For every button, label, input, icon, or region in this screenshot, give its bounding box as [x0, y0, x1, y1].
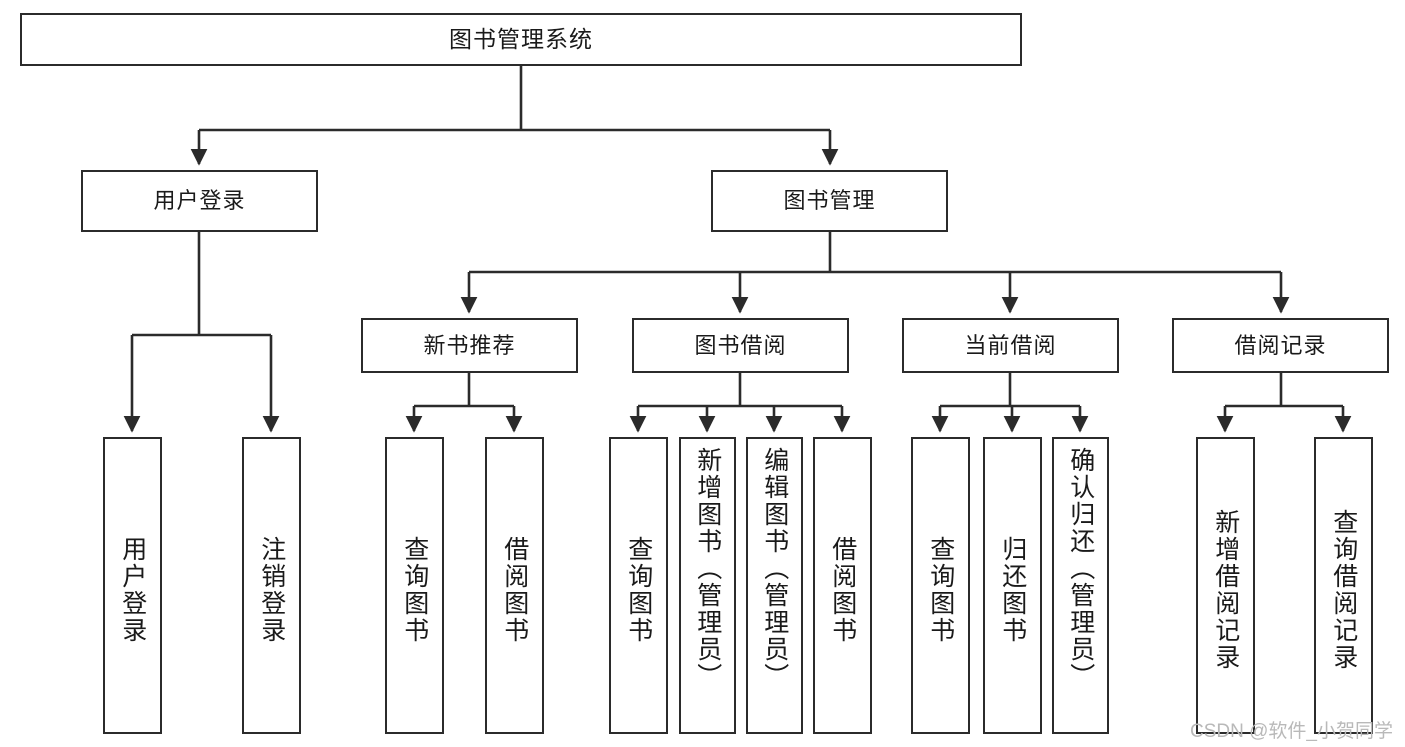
leaf-return-book[interactable]: 归还图书: [983, 437, 1042, 734]
leaf-edit-book-admin[interactable]: 编辑图书（管理员）: [746, 437, 803, 734]
leaf-label: 新增图书（管理员）: [693, 447, 722, 690]
leaf-label: 查询图书: [926, 535, 955, 644]
leaf-add-book-admin[interactable]: 新增图书（管理员）: [679, 437, 736, 734]
node-label: 当前借阅: [964, 332, 1057, 358]
node-label: 图书借阅: [694, 332, 787, 358]
node-borrow-record[interactable]: 借阅记录: [1172, 318, 1389, 373]
node-new-book-recommend[interactable]: 新书推荐: [361, 318, 578, 373]
leaf-add-borrow-record[interactable]: 新增借阅记录: [1196, 437, 1255, 734]
leaf-label: 查询图书: [624, 535, 653, 644]
leaf-query-book-current[interactable]: 查询图书: [911, 437, 970, 734]
leaf-label: 查询图书: [400, 535, 429, 644]
leaf-label: 归还图书: [998, 535, 1027, 644]
leaf-label: 新增借阅记录: [1211, 508, 1240, 671]
leaf-label: 用户登录: [118, 535, 147, 644]
leaf-label: 借阅图书: [500, 535, 529, 644]
leaf-user-login[interactable]: 用户登录: [103, 437, 162, 734]
node-book-borrow[interactable]: 图书借阅: [632, 318, 849, 373]
leaf-label: 借阅图书: [828, 535, 857, 644]
node-label: 图书管理系统: [449, 26, 593, 52]
csdn-watermark: CSDN @软件_小贺同学: [1190, 721, 1393, 742]
leaf-label: 注销登录: [257, 535, 286, 644]
node-label: 用户登录: [153, 188, 246, 213]
node-user-login[interactable]: 用户登录: [81, 170, 318, 232]
node-label: 图书管理: [783, 188, 876, 213]
leaf-borrow-book-recommend[interactable]: 借阅图书: [485, 437, 544, 734]
leaf-confirm-return-admin[interactable]: 确认归还（管理员）: [1052, 437, 1109, 734]
leaf-label: 编辑图书（管理员）: [760, 447, 789, 690]
leaf-user-logout[interactable]: 注销登录: [242, 437, 301, 734]
leaf-label: 确认归还（管理员）: [1066, 447, 1095, 690]
node-root-system[interactable]: 图书管理系统: [20, 13, 1022, 66]
node-label: 新书推荐: [423, 332, 516, 358]
node-label: 借阅记录: [1234, 332, 1327, 358]
leaf-borrow-book-borrow[interactable]: 借阅图书: [813, 437, 872, 734]
leaf-label: 查询借阅记录: [1329, 508, 1358, 671]
leaf-query-book-recommend[interactable]: 查询图书: [385, 437, 444, 734]
node-current-borrow[interactable]: 当前借阅: [902, 318, 1119, 373]
node-book-manage[interactable]: 图书管理: [711, 170, 948, 232]
leaf-query-book-borrow[interactable]: 查询图书: [609, 437, 668, 734]
leaf-query-borrow-record[interactable]: 查询借阅记录: [1314, 437, 1373, 734]
